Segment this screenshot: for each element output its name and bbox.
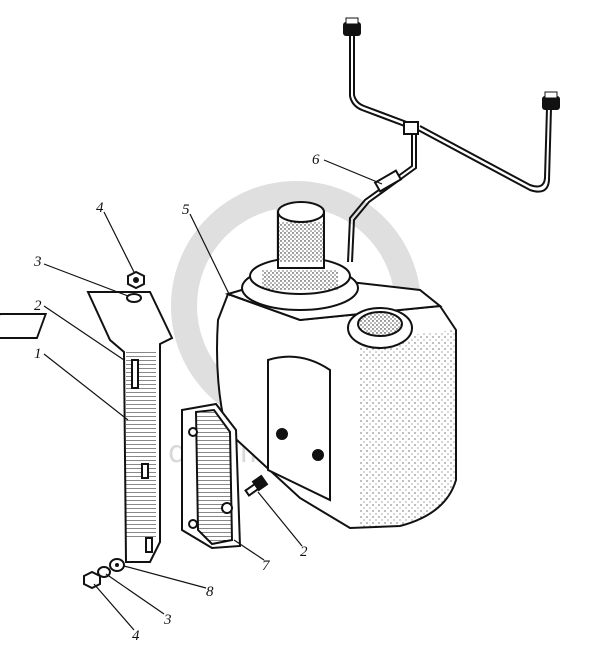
- bolt-lower: [244, 474, 269, 497]
- callout-8: 8: [206, 584, 214, 600]
- bracket: [0, 291, 174, 563]
- callout-5: 5: [182, 202, 190, 218]
- leader-lines: [43, 159, 383, 631]
- nut-top: [127, 270, 145, 290]
- callout-6: 6: [312, 152, 320, 168]
- flat-washer-bottom: [109, 558, 125, 572]
- reservoir-tank: [216, 201, 457, 530]
- washer-top: [126, 293, 142, 303]
- callout-1: 1: [34, 346, 42, 362]
- hose-assembly: [347, 34, 552, 263]
- nozzle-right: [542, 91, 560, 110]
- callout-4-bottom: 4: [132, 628, 140, 644]
- callout-2-bottom: 2: [300, 544, 308, 560]
- callout-7: 7: [262, 558, 271, 574]
- nozzle-left: [343, 17, 361, 36]
- channel-bracket: [181, 402, 242, 550]
- callout-2-top: 2: [34, 298, 42, 314]
- callouts: 1 2 3 4 5 6 2 7 8 3 4: [33, 152, 320, 644]
- nut-bottom: [83, 570, 101, 590]
- callout-3-top: 3: [33, 254, 42, 270]
- callout-3-bottom: 3: [163, 612, 172, 628]
- callout-4-top: 4: [96, 200, 104, 216]
